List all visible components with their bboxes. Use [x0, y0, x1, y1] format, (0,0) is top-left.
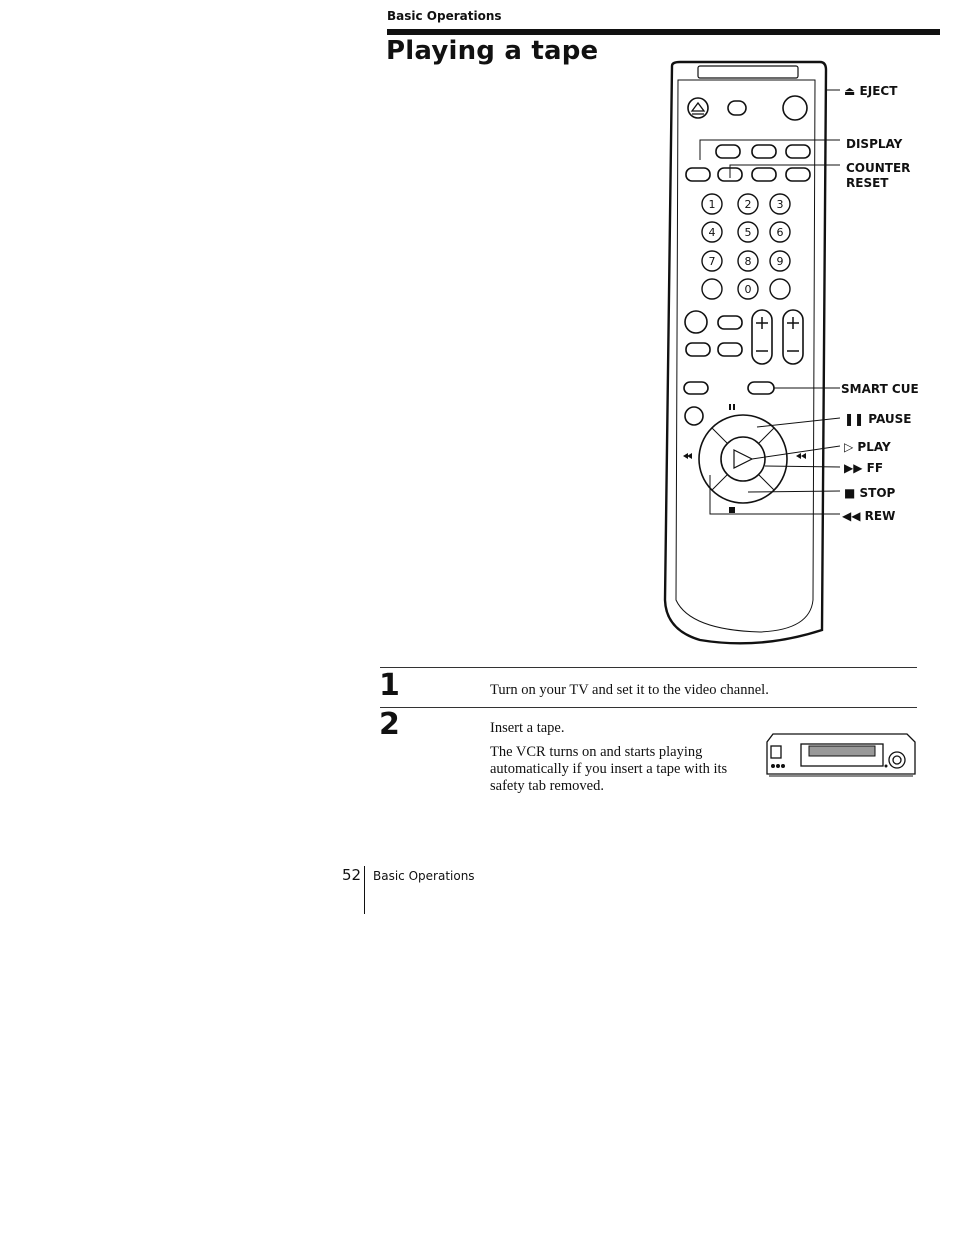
step-2-rule — [380, 707, 917, 708]
ff-label: ▶▶ FF — [844, 461, 884, 475]
page-number: 52 — [342, 866, 362, 884]
eject-icon: ⏏ — [844, 84, 856, 98]
step-2-number: 2 — [379, 707, 400, 742]
section-header: Basic Operations — [387, 9, 502, 23]
digit-9: 9 — [777, 255, 784, 268]
smart-cue-label: SMART CUE — [841, 382, 919, 396]
digit-2: 2 — [745, 198, 752, 211]
play-label: ▷ PLAY — [844, 440, 891, 454]
header-rule — [387, 29, 940, 35]
digit-7: 7 — [709, 255, 716, 268]
digit-6: 6 — [777, 226, 784, 239]
stop-icon: ■ — [844, 486, 856, 500]
remote-control-illustration: 1 2 3 4 5 6 7 8 9 0 — [663, 60, 840, 645]
rew-label: ◀◀ REW — [842, 509, 896, 523]
step-2-text: Insert a tape. — [490, 720, 565, 736]
digit-4: 4 — [709, 226, 716, 239]
footer-section: Basic Operations — [373, 869, 475, 883]
rewind-icon: ◀◀ — [842, 509, 861, 523]
pause-icon: ❚❚ — [844, 412, 865, 426]
fast-forward-icon: ▶▶ — [844, 461, 863, 475]
digit-0: 0 — [745, 283, 752, 296]
eject-label: ⏏ EJECT — [844, 84, 898, 98]
digit-1: 1 — [709, 198, 716, 211]
display-label: DISPLAY — [846, 137, 903, 151]
counter-reset-label: COUNTER RESET — [846, 161, 911, 190]
digit-5: 5 — [745, 226, 752, 239]
step-1-rule — [380, 667, 917, 668]
vcr-illustration — [766, 733, 916, 777]
pause-label: ❚❚ PAUSE — [844, 412, 912, 426]
digit-3: 3 — [777, 198, 784, 211]
step-1-number: 1 — [379, 668, 400, 703]
step-2-note: The VCR turns on and starts playing auto… — [490, 744, 728, 794]
stop-label: ■ STOP — [844, 486, 896, 500]
step-1-text: Turn on your TV and set it to the video … — [490, 682, 769, 698]
digit-8: 8 — [745, 255, 752, 268]
footer-rule — [364, 866, 365, 914]
page-title: Playing a tape — [386, 36, 599, 66]
play-icon: ▷ — [844, 440, 854, 454]
